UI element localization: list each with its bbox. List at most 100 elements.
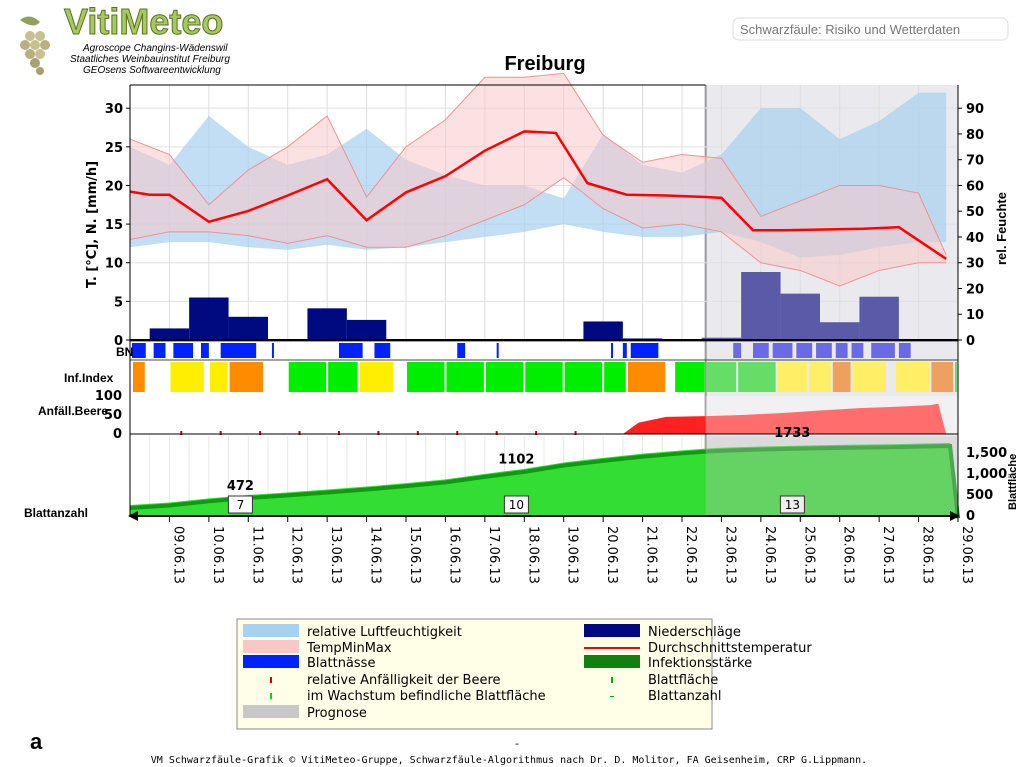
legend-swatch: [243, 624, 299, 637]
page-title: Freiburg: [504, 53, 585, 75]
leaf-count-label: 13: [785, 498, 800, 512]
berry-susceptibility-marker: [180, 431, 183, 435]
precip-bar: [780, 293, 820, 340]
leaf-count-label: 7: [237, 498, 245, 512]
leaf-wetness-segment: [898, 343, 911, 358]
infection-index-segment: [895, 362, 930, 392]
leaf-wetness-segment: [796, 343, 813, 358]
legend-label: relative Anfälligkeit der Beere: [307, 673, 501, 688]
leaf-wetness-segment: [611, 343, 614, 358]
blattflaeche-axis-title: Blattfläche: [1007, 454, 1019, 510]
leaf-area-annotation: 1102: [498, 453, 534, 468]
leaf-wetness-segment: [733, 343, 742, 358]
leaf-count-box: [779, 495, 805, 514]
precip-bar: [741, 272, 781, 340]
infection-index-segment: [525, 362, 563, 392]
footer-text: VM Schwarzfäule-Grafik © VitiMeteo-Grupp…: [151, 755, 867, 766]
date-tick-label: 14.06.13: [368, 526, 383, 584]
infection-index-segment: [564, 362, 603, 392]
leaf-wetness-segment: [457, 343, 466, 358]
org-line-2: Staatliches Weinbauinstitut Freiburg: [70, 54, 230, 65]
blatt-tick-label: 500: [966, 488, 993, 503]
berry-tick-label: 50: [104, 408, 122, 423]
legend-swatch: [270, 677, 272, 683]
left-tick-label: 25: [105, 141, 123, 156]
left-tick-label: 30: [105, 102, 123, 117]
left-tick-label: 15: [105, 218, 123, 233]
left-tick-label: 0: [114, 334, 123, 349]
legend-label: Blattanzahl: [648, 689, 722, 704]
grape-logo-icon: [20, 16, 50, 75]
left-axis-title: T. [°C], N. [mm/h]: [85, 161, 100, 288]
blatt-forecast-shade: [705, 436, 958, 516]
right-tick-label: 50: [966, 205, 984, 220]
bn-strip: [129, 340, 959, 361]
leaf-wetness-segment: [153, 343, 166, 358]
berry-susceptibility-marker: [535, 431, 538, 435]
infection-index-segment: [955, 362, 957, 392]
right-tick-label: 60: [966, 179, 984, 194]
leaf-wetness-segment: [816, 343, 832, 358]
berry-susceptibility-marker: [298, 431, 301, 435]
precip-bar: [701, 337, 742, 340]
berry-susceptibility-marker: [219, 431, 222, 435]
leaf-wetness-segment: [271, 343, 274, 358]
blattanzahl-label: Blattanzahl: [24, 506, 88, 520]
logo-text: VitiMeteo: [64, 1, 223, 42]
precip-bar: [228, 316, 268, 340]
berry-tick-label: 100: [95, 389, 122, 404]
leaf-wetness-segment: [173, 343, 194, 358]
minus-mark: -: [515, 737, 519, 750]
date-tick-label: 25.06.13: [801, 526, 816, 584]
legend-label: Durchschnittstemperatur: [648, 641, 812, 656]
leaf-count-box: [227, 495, 253, 514]
date-tick-label: 09.06.13: [170, 526, 185, 584]
date-tick-label: 15.06.13: [407, 526, 422, 584]
right-tick-label: 40: [966, 231, 984, 246]
date-tick-label: 29.06.13: [959, 526, 974, 584]
right-tick-label: 0: [966, 334, 975, 349]
date-tick-label: 12.06.13: [289, 526, 304, 584]
legend-label: Infektionsstärke: [648, 656, 752, 671]
date-tick-label: 23.06.13: [722, 526, 737, 584]
infection-index-segment: [170, 362, 204, 392]
leaf-wetness-segment: [496, 343, 499, 358]
leaf-wetness-segment: [851, 343, 864, 358]
right-tick-label: 20: [966, 282, 984, 297]
infection-index-segment: [359, 362, 394, 392]
precip-bar: [346, 319, 387, 340]
date-tick-label: 20.06.13: [604, 526, 619, 584]
berry-susceptibility-marker: [337, 431, 340, 435]
berry-susceptibility-marker: [259, 431, 262, 435]
infection-index-segment: [832, 362, 851, 392]
legend-label: Prognose: [307, 706, 367, 721]
leaf-wetness-segment: [630, 343, 659, 358]
leaf-area-annotation: 472: [227, 479, 254, 494]
berry-susceptibility-marker: [495, 431, 498, 435]
berry-susceptibility-marker: [377, 431, 380, 435]
precip-bar: [189, 297, 229, 340]
precip-bar: [859, 296, 899, 340]
berry-tick-label: 0: [113, 427, 122, 442]
leaf-wetness-segment: [220, 343, 257, 358]
leaf-count-box: [503, 495, 529, 514]
growing-leaf-band: [129, 444, 960, 519]
org-line-1: Agroscope Changins-Wädenswil: [82, 43, 228, 54]
berry-susceptibility-marker: [416, 431, 419, 435]
leaf-wetness-segment: [752, 343, 769, 358]
legend-swatch: [584, 655, 640, 668]
leaf-wetness-segment: [200, 343, 209, 358]
left-tick-label: 20: [105, 179, 123, 194]
date-tick-label: 27.06.13: [880, 526, 895, 584]
infection-index-segment: [485, 362, 524, 392]
legend-label: relative Luftfeuchtigkeit: [307, 625, 462, 640]
leaf-wetness-segment: [338, 343, 363, 358]
precip-bar: [149, 328, 190, 340]
blatt-tick-label: 1,500: [966, 446, 1007, 461]
leaf-wetness-segment: [871, 343, 895, 358]
infection-index-segment: [328, 362, 358, 392]
infection-index-segment: [777, 362, 808, 392]
